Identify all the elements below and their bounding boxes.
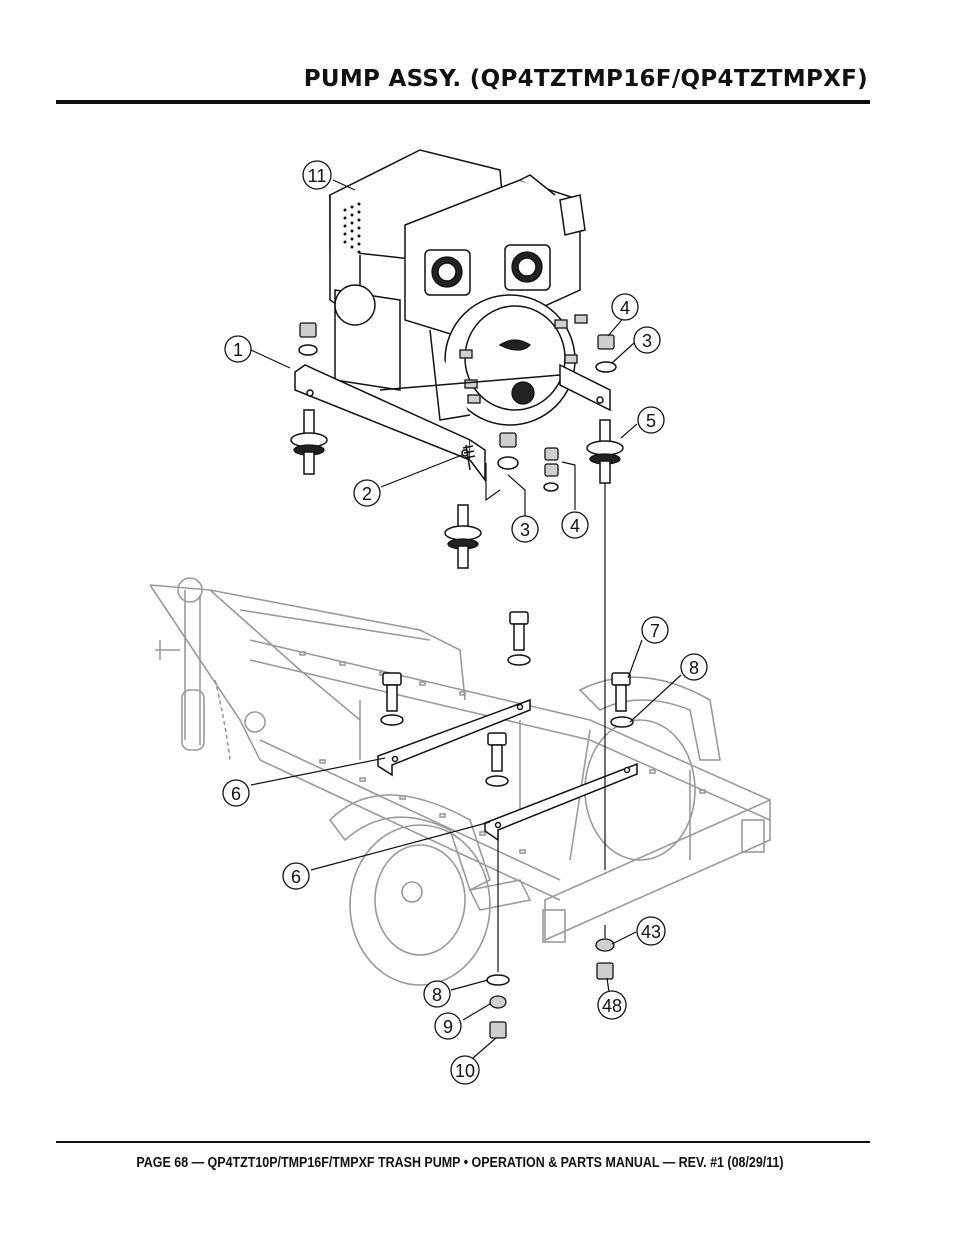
callout-4-bottom: 4 <box>561 511 589 539</box>
bolt-washer-2 <box>380 672 404 726</box>
footer-rule <box>56 1141 870 1143</box>
callout-8-right: 8 <box>680 653 708 681</box>
header-rule <box>56 100 870 104</box>
bolt-washer-4 <box>610 672 634 728</box>
svg-text:6: 6 <box>231 784 241 804</box>
svg-text:2: 2 <box>362 484 372 504</box>
bolt-washer-3 <box>485 732 509 787</box>
page-footer: PAGE 68 — QP4TZT10P/TMP16F/TMPXF TRASH P… <box>136 1155 784 1171</box>
mount-rail-lower <box>484 762 638 842</box>
svg-text:4: 4 <box>570 516 580 536</box>
callout-48: 48 <box>597 990 627 1020</box>
svg-text:7: 7 <box>650 621 660 641</box>
svg-text:3: 3 <box>642 331 652 351</box>
shock-mount-right <box>586 419 624 484</box>
bottom-hardware-right <box>595 938 615 980</box>
svg-text:3: 3 <box>520 520 530 540</box>
callout-10: 10 <box>450 1055 480 1085</box>
nut-washer-left <box>298 322 318 356</box>
svg-text:10: 10 <box>455 1061 475 1081</box>
svg-text:48: 48 <box>602 996 622 1016</box>
page-title: PUMP ASSY. (QP4TZTMP16F/QP4TZTMPXF) <box>303 66 868 92</box>
svg-text:8: 8 <box>689 658 699 678</box>
svg-text:11: 11 <box>308 166 327 186</box>
svg-text:1: 1 <box>233 340 243 360</box>
svg-text:43: 43 <box>641 922 661 942</box>
shock-mount-left <box>290 409 328 475</box>
callout-1: 1 <box>224 335 252 363</box>
bottom-hardware-left <box>486 974 510 1039</box>
callout-43: 43 <box>636 916 666 946</box>
svg-text:5: 5 <box>646 411 656 431</box>
callout-6-upper: 6 <box>222 779 250 807</box>
mount-rail-upper <box>377 698 531 777</box>
svg-text:9: 9 <box>443 1017 453 1037</box>
bolt-2 <box>462 444 476 471</box>
callout-8-bottom: 8 <box>423 980 451 1008</box>
callout-2: 2 <box>353 479 381 507</box>
callout-6-lower: 6 <box>282 862 310 890</box>
callout-3-bottom: 3 <box>511 515 539 543</box>
callout-5: 5 <box>637 406 665 434</box>
callout-7: 7 <box>641 616 669 644</box>
svg-text:8: 8 <box>432 985 442 1005</box>
svg-text:4: 4 <box>620 298 630 318</box>
nut-washer-right <box>595 334 617 373</box>
nut-washer-middle <box>497 432 559 492</box>
svg-text:6: 6 <box>291 867 301 887</box>
engine-grille-icon <box>343 202 361 254</box>
callout-9: 9 <box>434 1012 462 1040</box>
callout-4-top: 4 <box>611 293 639 321</box>
base-skid <box>294 363 611 483</box>
shock-mount-center <box>444 504 482 569</box>
callout-11: 11 <box>302 160 332 190</box>
engine-pump-assembly <box>329 149 588 426</box>
callout-3-top: 3 <box>633 326 661 354</box>
bolt-washer-1 <box>507 611 531 666</box>
